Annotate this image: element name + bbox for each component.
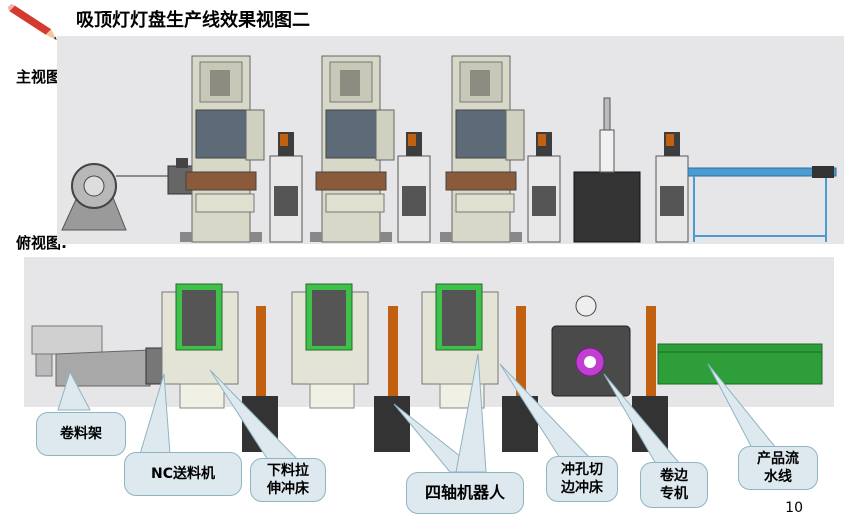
front-view-label: 主视图:	[16, 68, 67, 86]
front-press-1	[180, 55, 265, 243]
top-robot-2	[374, 306, 410, 452]
front-coil-rack	[61, 163, 172, 231]
page-number: 10	[785, 500, 803, 516]
front-press-3	[440, 55, 525, 243]
top-coil-rack	[31, 325, 151, 387]
top-press-3	[421, 283, 499, 409]
front-view-panel	[57, 36, 844, 244]
top-conveyor	[657, 343, 823, 385]
front-curling-machine	[573, 97, 641, 243]
page-title: 吸顶灯灯盘生产线效果视图二	[76, 10, 310, 31]
top-robot-3	[502, 306, 538, 452]
front-robot-2	[397, 132, 431, 243]
front-robot-4	[655, 132, 689, 243]
top-press-1	[161, 283, 239, 409]
front-press-2	[310, 55, 395, 243]
top-press-2	[291, 283, 369, 409]
front-conveyor	[687, 166, 837, 242]
pencil-icon	[7, 3, 57, 41]
front-robot-1	[269, 132, 303, 243]
top-view-label: 俯视图:	[16, 234, 67, 252]
top-curling-machine	[551, 295, 631, 397]
front-robot-3	[527, 132, 561, 243]
